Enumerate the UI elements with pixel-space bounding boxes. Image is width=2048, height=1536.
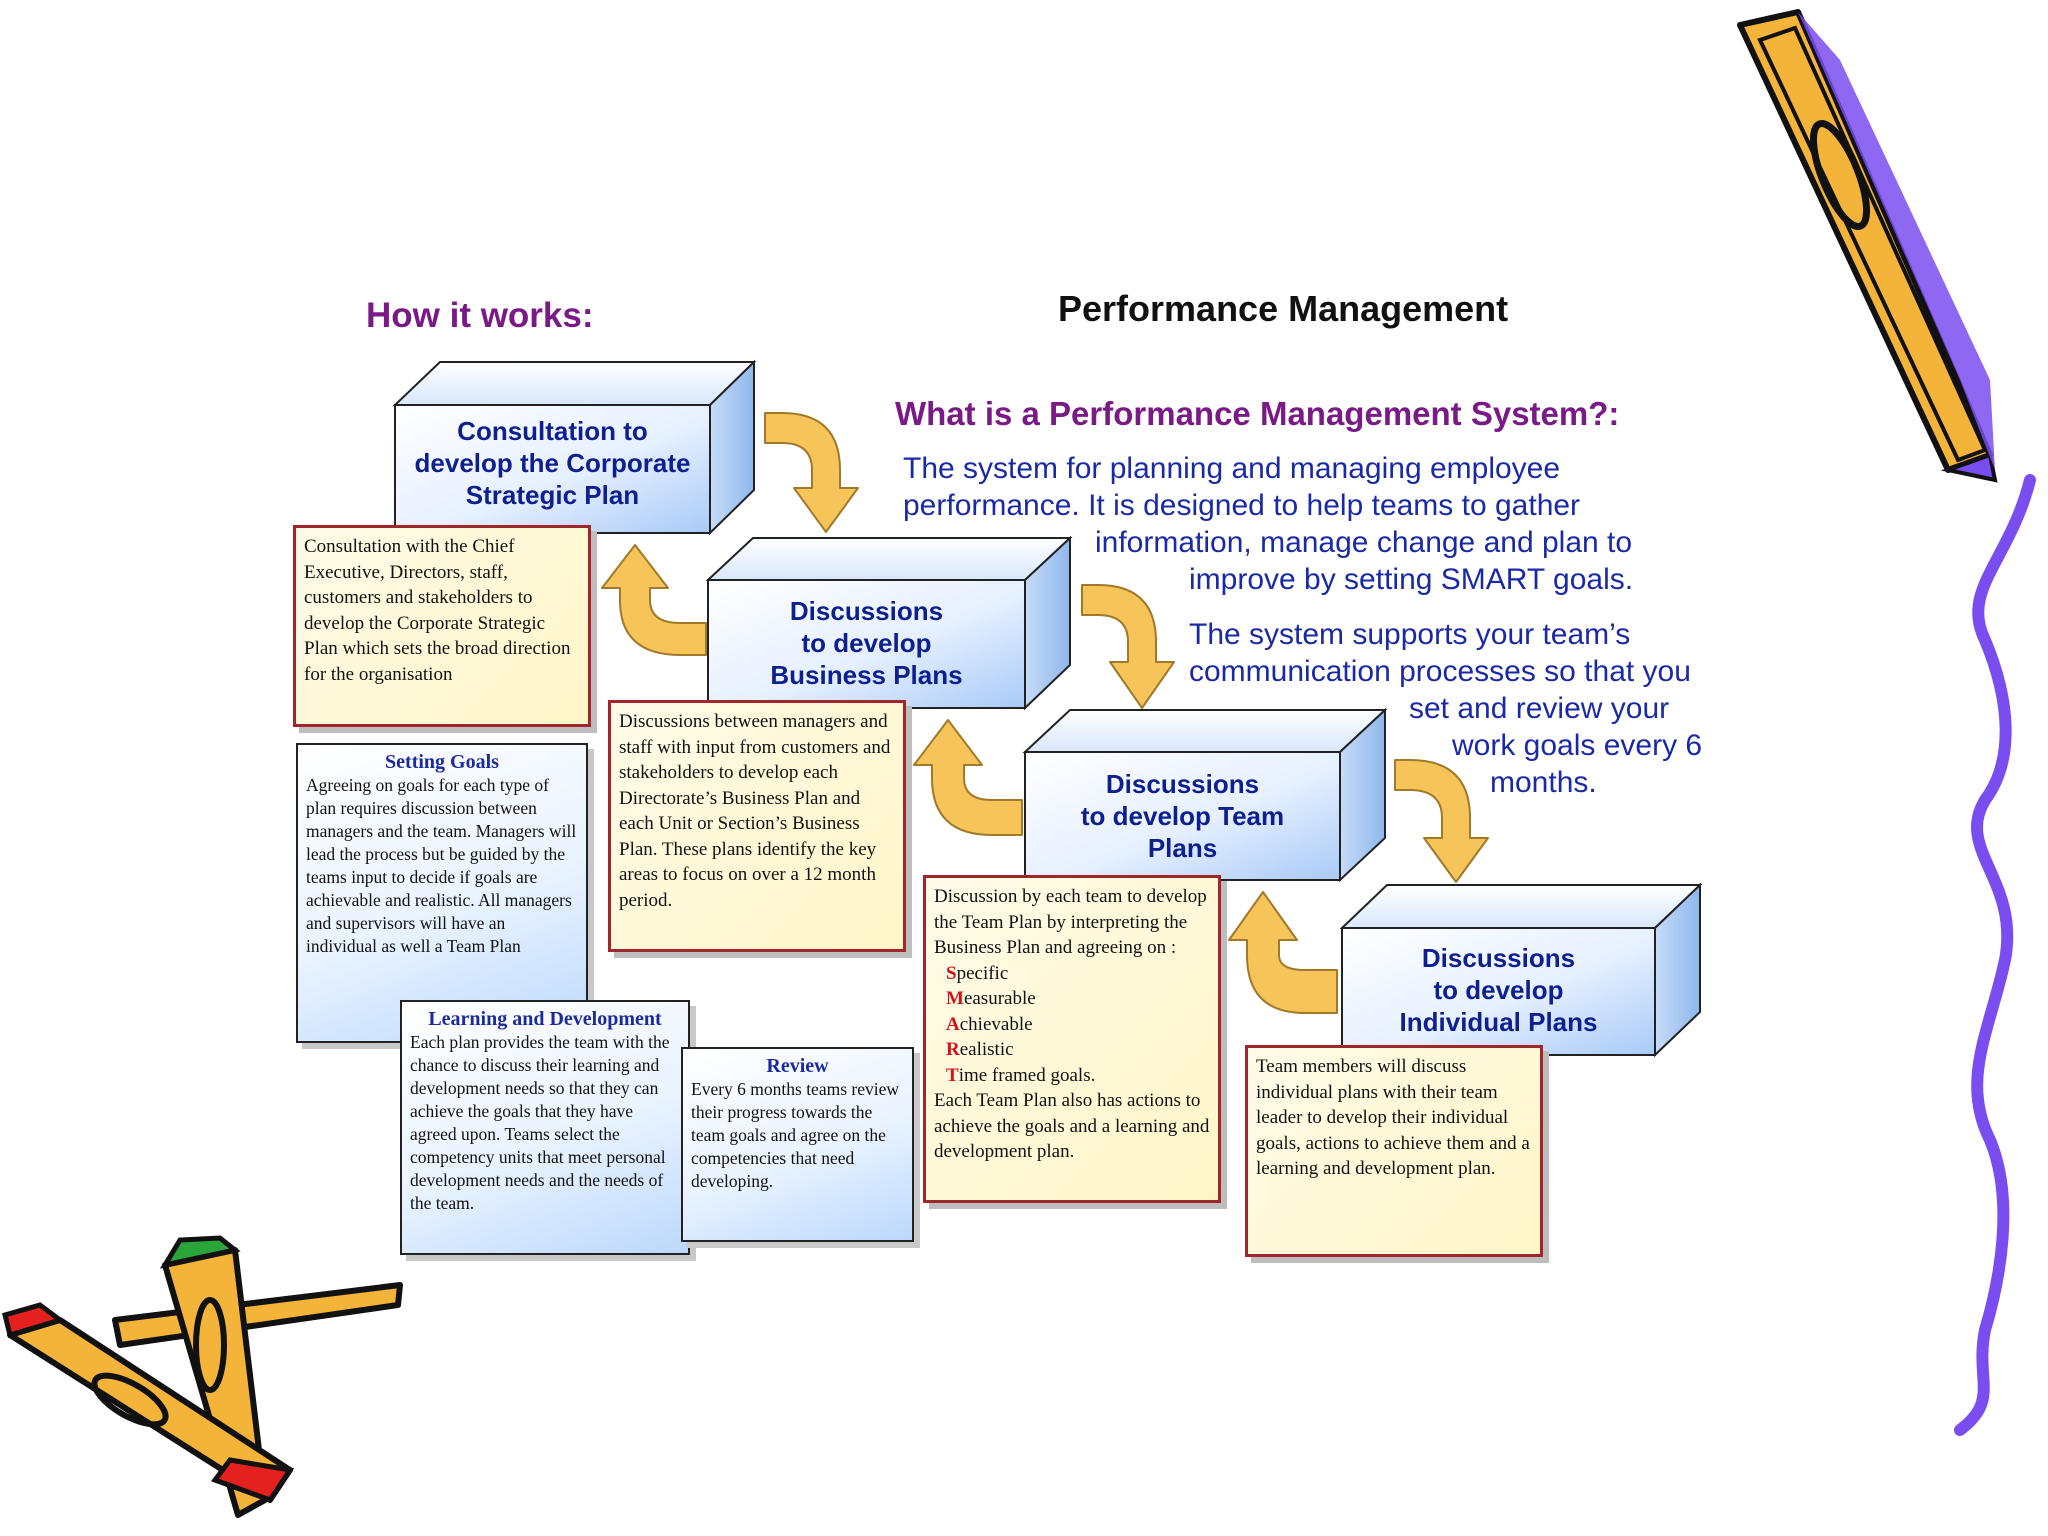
curved-arrow-icon [764,412,859,533]
curved-arrow-icon [601,544,707,656]
curved-arrow-icon [913,719,1023,836]
intro-line: The system for planning and managing emp… [903,452,1561,485]
note-text: Each Team Plan also has actions to achie… [934,1090,1210,1162]
smart-letter: M [946,988,964,1009]
box-team-plans [1022,707,1388,883]
box-label-line: Individual Plans [1399,1007,1598,1037]
box-label-corporate: Consultation to develop the Corporate St… [395,415,710,511]
box-label-line: develop the Corporate [414,448,691,478]
box-business-plans [705,535,1073,711]
intro-line: communication processes so that you [1189,655,1691,688]
note-corporate-plan: Consultation with the Chief Executive, D… [293,525,591,727]
box-label-line: to develop [1433,975,1564,1005]
intro-line: performance. It is designed to help team… [903,489,1581,522]
pencils-icon-bottom-left [1,1235,403,1518]
note-individual-plans: Team members will discuss individual pla… [1245,1045,1543,1257]
curved-arrow-icon [1081,584,1175,709]
page-title: Performance Management [1058,288,1509,329]
note-text: Agreeing on goals for each type of plan … [306,775,577,956]
box-label-line: Consultation to [457,416,648,446]
intro-line: information, manage change and plan to [1095,526,1633,559]
smart-rest: ealistic [959,1039,1014,1060]
note-team-plans: Discussion by each team to develop the T… [923,875,1221,1203]
box-label-team: Discussions to develop Team Plans [1025,768,1340,864]
note-setting-goals: Setting Goals Agreeing on goals for each… [296,743,588,1043]
smart-letter: T [946,1064,959,1086]
intro-line: set and review your [1409,692,1670,725]
smart-letter: A [946,1013,960,1035]
smart-item: Time framed goals. [934,1063,1210,1089]
question-heading: What is a Performance Management System?… [895,395,1620,432]
intro-line: months. [1490,766,1597,799]
note-review: Review Every 6 months teams review their… [681,1047,914,1242]
smart-rest: easurable [963,988,1036,1009]
note-title: Learning and Development [428,1008,662,1030]
note-title: Setting Goals [385,751,499,773]
pencil-icon-top-right [1737,9,1998,483]
note-text: Each plan provides the team with the cha… [410,1032,670,1213]
box-label-individual: Discussions to develop Individual Plans [1342,942,1655,1038]
intro-line: The system supports your team’s [1189,618,1631,651]
box-label-line: Discussions [1105,769,1260,799]
note-text: Consultation with the Chief Executive, D… [304,536,571,685]
note-text: Discussion by each team to develop the T… [934,886,1207,958]
intro-line: improve by setting SMART goals. [1189,563,1634,596]
box-label-line: to develop Team [1080,801,1285,831]
smart-letter: R [946,1039,960,1060]
box-label-line: Plans [1147,833,1218,863]
box-label-business: Discussions to develop Business Plans [708,595,1025,691]
smart-item: Measurable [934,986,1210,1012]
smart-rest: chievable [959,1013,1033,1035]
note-text: Every 6 months teams review their progre… [691,1079,900,1191]
smart-rest: pecific [956,962,1009,984]
how-it-works-heading: How it works: [366,296,594,335]
note-text: Team members will discuss individual pla… [1256,1056,1530,1179]
smart-letter: S [946,962,957,984]
box-label-line: Strategic Plan [465,480,640,510]
note-text: Discussions between managers and staff w… [619,711,891,911]
smart-item: Specific [934,961,1210,987]
box-corporate-plan [392,359,757,536]
intro-line: work goals every 6 [1452,729,1703,762]
box-label-line: to develop [801,628,932,658]
curved-arrow-icon [1228,891,1338,1014]
box-label-line: Discussions [1421,943,1576,973]
squiggle-line-right [1954,474,2036,1436]
box-label-line: Discussions [789,596,944,626]
box-label-line: Business Plans [770,660,963,690]
note-title: Review [766,1055,829,1077]
note-business-plans: Discussions between managers and staff w… [608,700,906,952]
smart-item: Realistic [934,1037,1210,1063]
smart-item: Achievable [934,1012,1210,1038]
smart-rest: ime framed goals. [958,1064,1096,1086]
note-learning-development: Learning and Development Each plan provi… [400,1000,690,1255]
curved-arrow-icon [1394,759,1489,883]
